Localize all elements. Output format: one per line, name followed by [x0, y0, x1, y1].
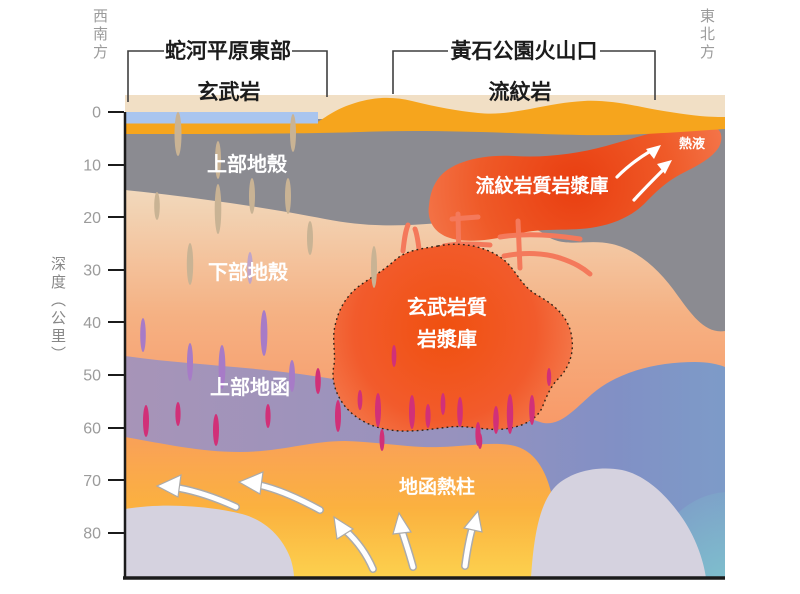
yellowstone-caldera-label: 黃石公園火山口 [451, 39, 598, 63]
tick-80: 80 [83, 526, 101, 543]
upper-mantle-label: 上部地函 [210, 375, 290, 399]
basalt-reservoir-label-line1: 玄武岩質 [407, 295, 487, 319]
mantle-plume-label: 地函熱柱 [399, 475, 475, 498]
tick-40: 40 [83, 315, 101, 332]
upper-crust-label: 上部地殼 [207, 152, 288, 176]
basalt-reservoir-shape [332, 243, 574, 432]
hydrothermal-label: 熱液 [679, 136, 705, 151]
rhyolite-surface-layer [125, 97, 725, 136]
crustal-dikes [140, 112, 552, 451]
compass-northeast-label: 東北方 [698, 8, 715, 62]
tick-70: 70 [83, 473, 101, 490]
depth-axis-label: 深度（公里） [49, 256, 66, 364]
lower-crust-label: 下部地殼 [208, 260, 289, 284]
tick-20: 20 [83, 210, 101, 227]
basalt-label: 玄武岩 [198, 80, 261, 104]
mantle-flow-arrows [155, 471, 483, 573]
tick-60: 60 [83, 421, 101, 438]
basalt-reservoir-label-line2: 岩漿庫 [416, 327, 477, 351]
rhyolite-reservoir-label: 流紋岩質岩漿庫 [475, 174, 608, 197]
rhyolite-label: 流紋岩 [489, 80, 552, 104]
tick-50: 50 [83, 368, 101, 385]
lithosphere-blob-right [531, 468, 706, 578]
depth-axis: 0 10 20 30 40 50 60 70 80 [83, 105, 725, 580]
region-brackets [127, 50, 656, 102]
tick-0: 0 [92, 105, 101, 122]
lithosphere-blob-left [125, 505, 294, 578]
basalt-surface-layer [125, 112, 318, 124]
compass-southwest-label: 西南方 [91, 8, 108, 62]
snake-river-plain-label: 蛇河平原東部 [165, 39, 291, 63]
hydrothermal-arrows [615, 145, 672, 202]
tick-30: 30 [83, 263, 101, 280]
tick-10: 10 [83, 158, 101, 175]
